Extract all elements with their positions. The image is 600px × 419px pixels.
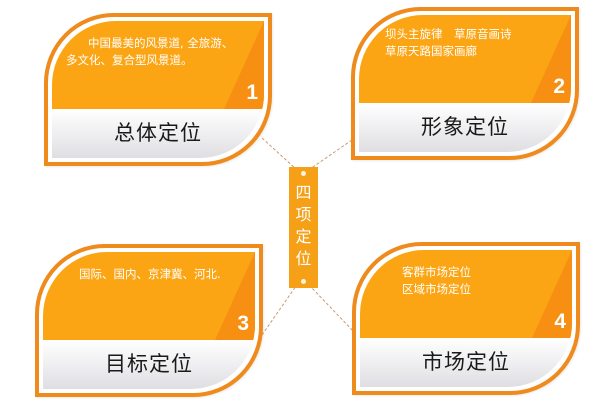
card-header: 客群市场定位 区域市场定位 4 [360, 250, 572, 338]
card-title: 市场定位 [422, 349, 510, 374]
connector-card4 [309, 285, 357, 335]
card-description: 客群市场定位 区域市场定位 [402, 264, 552, 298]
description-line: 草原天路国家画廊 [385, 44, 477, 58]
card-description: 中国最美的风景道, 全旅游、多文化、复合型风景道。 [66, 36, 234, 67]
description-line: 坝头主旋律 草原音画诗 [385, 27, 512, 41]
description-line: 客群市场定位 [402, 265, 471, 279]
card-footer: 形象定位 [359, 103, 571, 152]
connector-card3 [261, 285, 297, 336]
card-title: 形象定位 [421, 114, 509, 139]
card-title: 目标定位 [105, 351, 193, 376]
card-image-positioning: 坝头主旋律 草原音画诗 草原天路国家画廊 2 形象定位 [351, 7, 579, 160]
card-market-positioning: 客群市场定位 区域市场定位 4 市场定位 [352, 242, 580, 395]
corner-accent [531, 15, 571, 103]
connector-card1 [261, 137, 297, 170]
card-description: 坝头主旋律 草原音画诗 草原天路国家画廊 [385, 26, 551, 60]
card-header: 国际、国内、京津冀、河北. 3 [43, 252, 255, 340]
card-number: 2 [553, 75, 565, 98]
card-footer: 总体定位 [52, 109, 264, 158]
card-footer: 目标定位 [43, 340, 255, 389]
hole-dot-icon [301, 279, 306, 284]
connector-card2 [309, 139, 353, 170]
card-overall-positioning: 中国最美的风景道, 全旅游、多文化、复合型风景道。 1 总体定位 [44, 13, 272, 166]
card-footer: 市场定位 [360, 338, 572, 387]
corner-accent [224, 21, 264, 109]
corner-accent [532, 250, 572, 338]
card-target-positioning: 国际、国内、京津冀、河北. 3 目标定位 [35, 244, 263, 397]
card-header: 坝头主旋律 草原音画诗 草原天路国家画廊 2 [359, 15, 571, 103]
description-line: 区域市场定位 [402, 282, 471, 296]
corner-accent [215, 252, 255, 340]
card-number: 3 [237, 312, 249, 335]
card-header: 中国最美的风景道, 全旅游、多文化、复合型风景道。 1 [52, 21, 264, 109]
card-number: 1 [246, 81, 258, 104]
card-title: 总体定位 [114, 120, 202, 145]
hole-dot-icon [301, 171, 306, 176]
card-description: 国际、国内、京津冀、河北. [79, 267, 221, 281]
center-tag: 四项定位 [289, 167, 318, 288]
center-label: 四项定位 [295, 183, 312, 268]
card-number: 4 [554, 310, 566, 333]
